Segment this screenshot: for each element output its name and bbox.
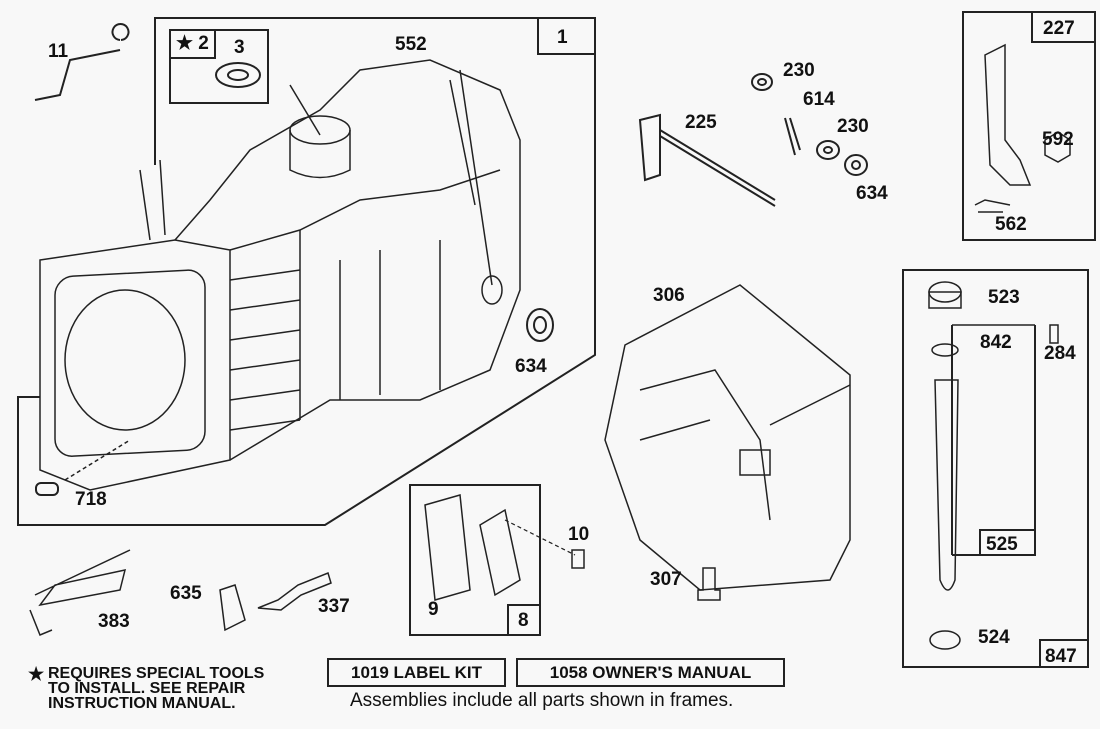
part-label-634-a: 634 (515, 356, 547, 377)
part-label-614: 614 (803, 89, 835, 110)
owners-manual-box: 1058 OWNER'S MANUAL (516, 658, 785, 687)
air-guide-drawing (604, 284, 851, 591)
seal-drawing (215, 62, 554, 342)
assemblies-note: Assemblies include all parts shown in fr… (350, 690, 734, 711)
part-label-523: 523 (988, 287, 1020, 308)
part-label-9: 9 (428, 599, 439, 620)
part-label-552: 552 (395, 34, 427, 55)
part-label-3: 3 (234, 37, 245, 58)
part-label-525: 525 (986, 534, 1018, 555)
part-label-306: 306 (653, 285, 685, 306)
engine-block-drawing (39, 59, 521, 491)
part-label-307: 307 (650, 569, 682, 590)
note-line-3: INSTRUCTION MANUAL. (48, 695, 236, 712)
part-label-8: 8 (518, 610, 529, 631)
part-label-1: 1 (557, 27, 568, 48)
part-label-842: 842 (980, 332, 1012, 353)
part-label-230-a: 230 (783, 60, 815, 81)
part-label-562: 562 (995, 214, 1027, 235)
part-label-592: 592 (1042, 129, 1074, 150)
part-label-635: 635 (170, 583, 202, 604)
frame-dipstick-tube (902, 269, 1089, 668)
part-label-11: 11 (48, 41, 69, 62)
part-label-634-b: 634 (856, 183, 888, 204)
part-label-383: 383 (98, 611, 130, 632)
part-label-2: ★ 2 (176, 33, 209, 54)
part-label-230-b: 230 (837, 116, 869, 137)
part-label-227: 227 (1043, 18, 1075, 39)
governor-shaft-drawing (638, 73, 868, 207)
star-icon: ★ (28, 664, 45, 684)
screw-drawing (697, 567, 721, 601)
part-label-10: 10 (568, 524, 590, 545)
frame-breather-assembly (409, 484, 585, 636)
frame-governor-lever (962, 11, 1096, 241)
note-line-2: TO INSTALL. SEE REPAIR (48, 680, 246, 697)
frame-cylinder-assembly (17, 17, 596, 526)
breather-tube-drawing (34, 23, 130, 101)
note-line-1: REQUIRES SPECIAL TOOLS (48, 665, 265, 682)
misc-parts-drawing (29, 549, 332, 636)
part-label-337: 337 (318, 596, 350, 617)
special-tools-note: REQUIRES SPECIAL TOOLS TO INSTALL. SEE R… (48, 665, 265, 712)
part-label-225: 225 (685, 112, 717, 133)
part-label-847: 847 (1045, 646, 1077, 667)
dowel-pin-drawing (35, 482, 59, 496)
part-label-284: 284 (1044, 343, 1076, 364)
part-label-718: 718 (75, 489, 107, 510)
label-kit-box: 1019 LABEL KIT (327, 658, 506, 687)
part-label-524: 524 (978, 627, 1010, 648)
